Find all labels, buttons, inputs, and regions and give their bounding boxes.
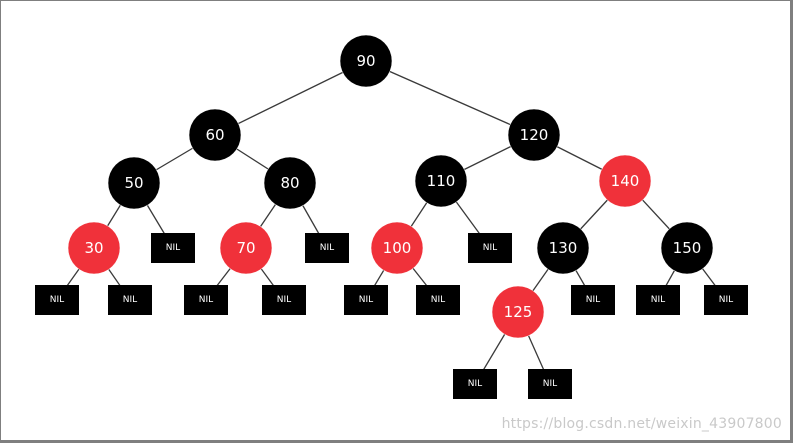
nil-box (528, 369, 572, 399)
node-label: 30 (84, 239, 103, 257)
nil-box (344, 285, 388, 315)
nil-box (468, 233, 512, 263)
tree-node-110: 110 (414, 154, 468, 208)
nil-box (704, 285, 748, 315)
nil-box (262, 285, 306, 315)
nil-label: NIL (543, 379, 557, 389)
nil-box (305, 233, 349, 263)
red-node-circle (67, 221, 121, 275)
tree-node-60: 60 (188, 108, 242, 162)
node-label: 110 (427, 172, 456, 190)
nil-label: NIL (277, 295, 291, 305)
nil-box (416, 285, 460, 315)
black-node-circle (107, 156, 161, 210)
nil-box (184, 285, 228, 315)
tree-node-140: 140 (598, 154, 652, 208)
node-label: 150 (673, 239, 702, 257)
nil-leaf-70R: NIL (262, 285, 306, 315)
red-node-circle (598, 154, 652, 208)
node-label: 90 (356, 52, 375, 70)
black-node-circle (263, 156, 317, 210)
node-label: 140 (611, 172, 640, 190)
black-node-circle (536, 221, 590, 275)
watermark-text: https://blog.csdn.net/weixin_43907800 (501, 416, 782, 432)
edge-n90-n60 (214, 60, 367, 136)
edge-n90-n120 (365, 60, 535, 136)
tree-node-125: 125 (491, 285, 545, 339)
nil-box (453, 369, 497, 399)
nil-label: NIL (320, 243, 334, 253)
tree-node-50: 50 (107, 156, 161, 210)
node-label: 70 (236, 239, 255, 257)
nil-leaf-150R: NIL (704, 285, 748, 315)
nil-leaf-80R: NIL (305, 233, 349, 263)
nil-leaf-30R: NIL (108, 285, 152, 315)
tree-node-80: 80 (263, 156, 317, 210)
nil-box (636, 285, 680, 315)
tree-node-30: 30 (67, 221, 121, 275)
tree-node-90: 90 (339, 34, 393, 88)
nil-leaf-30L: NIL (35, 285, 79, 315)
node-label: 50 (124, 174, 143, 192)
nil-box (35, 285, 79, 315)
red-node-circle (370, 221, 424, 275)
tree-nodes: NIL NIL NIL NIL NIL NIL NIL NIL NIL NIL NIL NIL NIL N… (35, 34, 748, 399)
nil-leaf-125L: NIL (453, 369, 497, 399)
node-label: 80 (280, 174, 299, 192)
node-label: 130 (549, 239, 578, 257)
tree-node-120: 120 (507, 108, 561, 162)
black-node-circle (660, 221, 714, 275)
nil-label: NIL (468, 379, 482, 389)
nil-leaf-100R: NIL (416, 285, 460, 315)
node-label: 60 (205, 126, 224, 144)
nil-label: NIL (651, 295, 665, 305)
tree-node-70: 70 (219, 221, 273, 275)
nil-leaf-50R: NIL (151, 233, 195, 263)
nil-box (571, 285, 615, 315)
nil-label: NIL (123, 295, 137, 305)
nil-leaf-150L: NIL (636, 285, 680, 315)
black-node-circle (188, 108, 242, 162)
nil-label: NIL (359, 295, 373, 305)
tree-node-130: 130 (536, 221, 590, 275)
nil-leaf-130R: NIL (571, 285, 615, 315)
node-label: 100 (383, 239, 412, 257)
nil-box (108, 285, 152, 315)
nil-leaf-125R: NIL (528, 369, 572, 399)
black-node-circle (414, 154, 468, 208)
red-node-circle (491, 285, 545, 339)
nil-leaf-100L: NIL (344, 285, 388, 315)
node-label: 125 (504, 303, 533, 321)
nil-label: NIL (586, 295, 600, 305)
nil-label: NIL (166, 243, 180, 253)
black-node-circle (507, 108, 561, 162)
nil-label: NIL (50, 295, 64, 305)
nil-label: NIL (431, 295, 445, 305)
tree-node-150: 150 (660, 221, 714, 275)
red-black-tree-diagram: NIL NIL NIL NIL NIL NIL NIL NIL NIL NIL NIL NIL NIL N… (35, 34, 748, 399)
nil-leaf-110R: NIL (468, 233, 512, 263)
nil-label: NIL (719, 295, 733, 305)
black-node-circle (339, 34, 393, 88)
red-node-circle (219, 221, 273, 275)
tree-node-100: 100 (370, 221, 424, 275)
nil-leaf-70L: NIL (184, 285, 228, 315)
nil-label: NIL (199, 295, 213, 305)
nil-label: NIL (483, 243, 497, 253)
node-label: 120 (520, 126, 549, 144)
nil-box (151, 233, 195, 263)
